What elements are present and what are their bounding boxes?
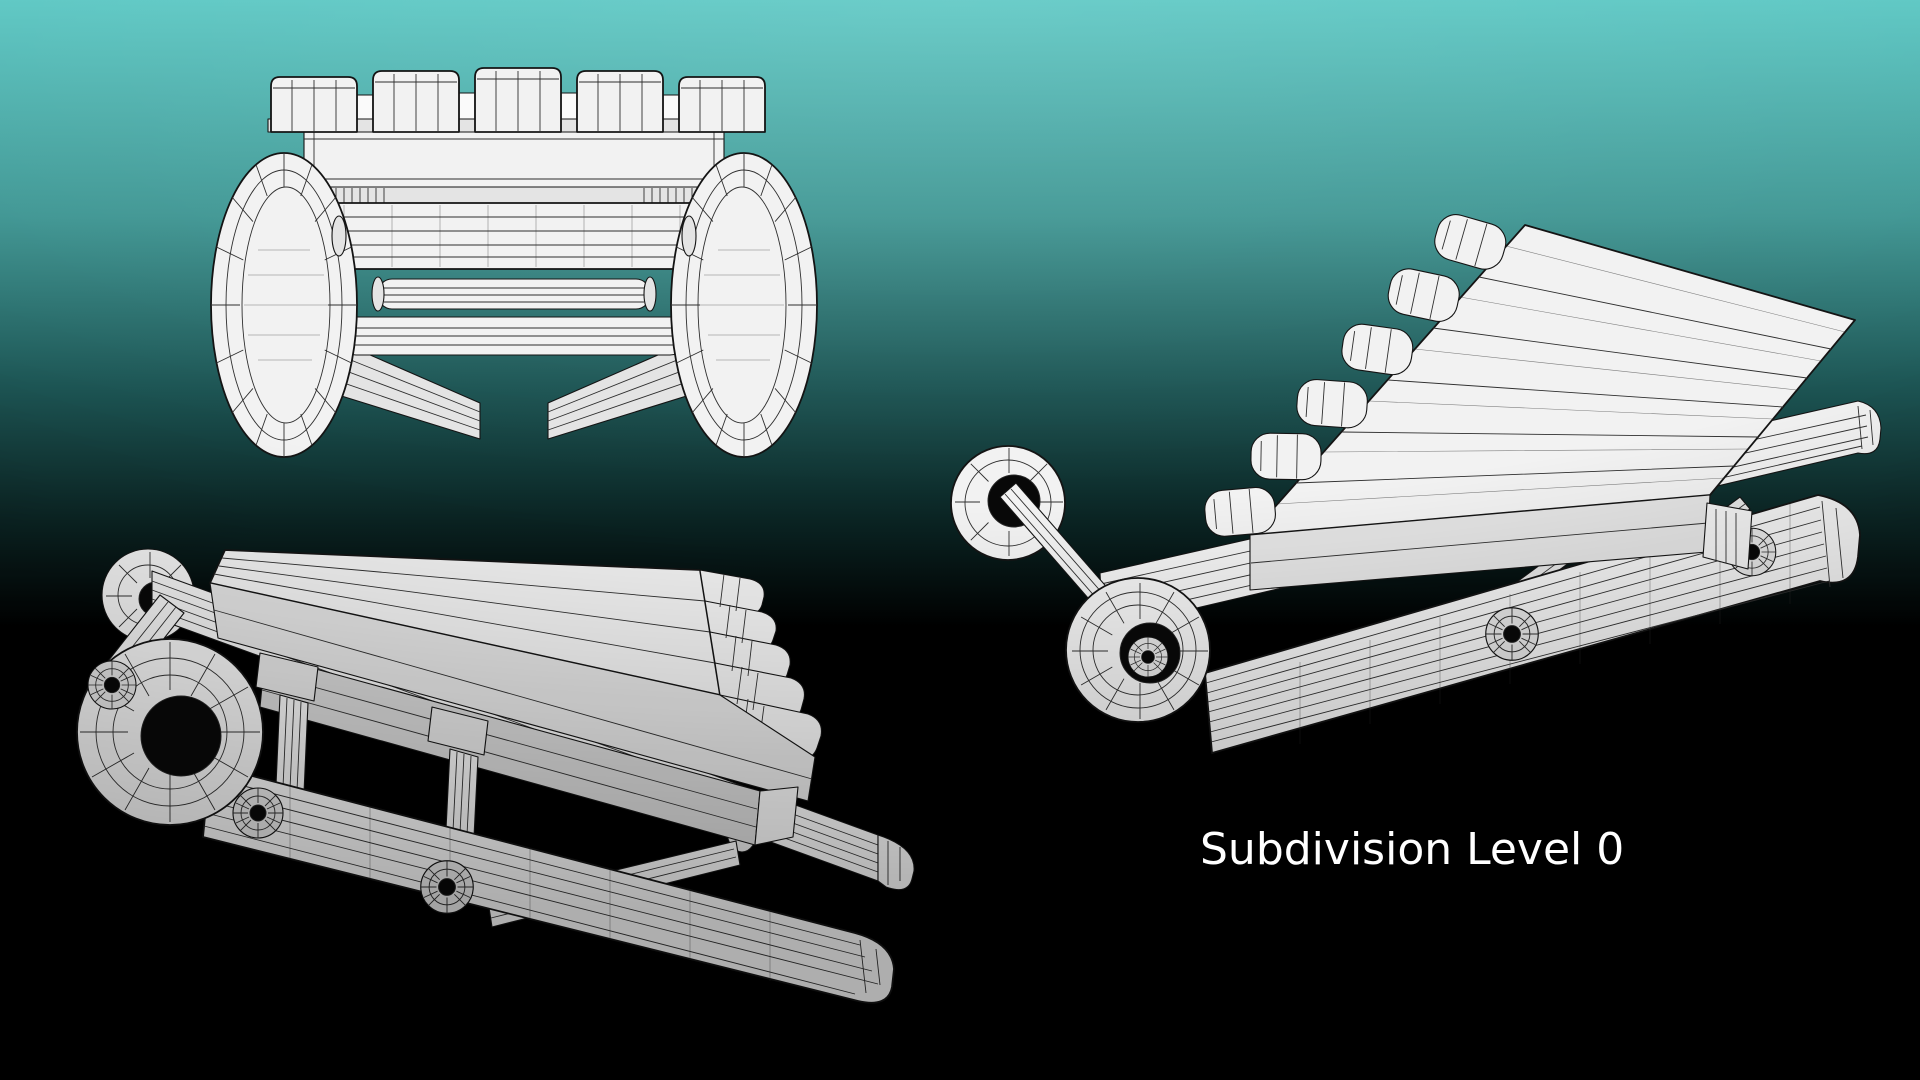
front-plank	[303, 130, 725, 206]
curl-hub	[87, 660, 137, 710]
deck-slat-ends	[267, 67, 766, 133]
runner-hub-rear	[420, 860, 474, 914]
deck	[1204, 214, 1856, 591]
front-crossbar-dowel	[291, 202, 737, 270]
curl-hub	[1127, 636, 1169, 678]
near-runner-board	[202, 764, 895, 1004]
runner-curl-right	[670, 152, 818, 458]
deck	[209, 549, 823, 846]
deck-support-posts	[255, 652, 489, 838]
dowel-washer-right	[681, 215, 697, 257]
runner-hub-mid	[1485, 607, 1539, 661]
sled-perspective-left-view	[76, 548, 915, 1004]
runner-curl-left	[210, 152, 358, 458]
rear-crossbar-dowels	[330, 276, 696, 358]
caption-subdivision-level: Subdivision Level 0	[1200, 824, 1625, 875]
sled-perspective-right-view	[950, 214, 1882, 754]
sled-front-view	[210, 67, 818, 458]
dowel-washer-left	[331, 215, 347, 257]
runner-hub-front	[232, 787, 284, 839]
